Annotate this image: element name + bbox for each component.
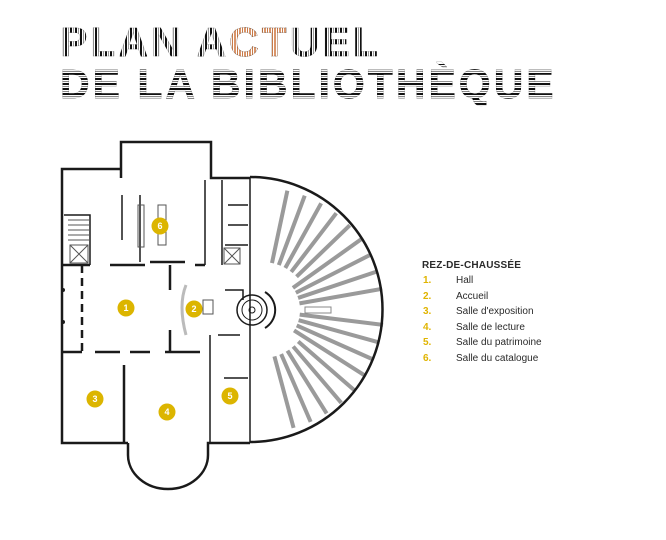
badge-circle bbox=[151, 217, 169, 235]
badge-circle bbox=[185, 300, 203, 318]
legend-item: 2. Accueil bbox=[422, 291, 542, 307]
shelf bbox=[283, 202, 323, 269]
shelf bbox=[299, 286, 383, 306]
stair-details bbox=[68, 204, 241, 336]
badge-number: 3 bbox=[92, 394, 97, 404]
shelf bbox=[294, 252, 372, 295]
badge-number: 4 bbox=[164, 407, 169, 417]
legend-item: 1. Hall bbox=[422, 275, 542, 291]
legend-label: Salle de lecture bbox=[456, 321, 525, 333]
shelf bbox=[272, 355, 296, 429]
legend-heading: REZ-DE-CHAUSSÉE bbox=[422, 260, 522, 271]
title-text: UEL bbox=[289, 19, 381, 65]
spiral-staircase-icon bbox=[236, 291, 277, 329]
title-line-1: PLAN ACTUEL bbox=[60, 19, 381, 65]
legend-number: 2. bbox=[423, 290, 432, 302]
badge-circle bbox=[117, 299, 135, 317]
shelf bbox=[285, 349, 329, 415]
legend-number: 1. bbox=[423, 275, 432, 286]
room-badge-6: 6 bbox=[151, 217, 169, 235]
legend-label: Salle du catalogue bbox=[456, 352, 539, 364]
shelf bbox=[291, 237, 363, 290]
shelf bbox=[270, 190, 290, 264]
room-badge-5: 5 bbox=[221, 387, 239, 405]
shelf bbox=[297, 269, 379, 300]
room-badges: 1 2 3 4 5 6 bbox=[86, 217, 239, 421]
legend-label: Salle du patrimoine bbox=[456, 337, 542, 348]
legend-item: 4. Salle de lecture bbox=[422, 322, 542, 338]
walls bbox=[60, 140, 384, 491]
legend: REZ-DE-CHAUSSÉE 1. Hall 2. Accueil 3. Salle d… bbox=[422, 260, 542, 368]
legend-number: 5. bbox=[423, 337, 432, 348]
shelf bbox=[295, 223, 352, 279]
shelf bbox=[296, 339, 356, 392]
shelf bbox=[298, 318, 381, 345]
badge-circle bbox=[86, 390, 104, 408]
shelf bbox=[279, 353, 313, 423]
legend-item: 3. Salle d'exposition bbox=[422, 306, 542, 322]
column-dots bbox=[61, 288, 65, 324]
legend-number: 3. bbox=[423, 306, 432, 317]
legend-label: Accueil bbox=[456, 290, 489, 302]
shelf bbox=[292, 328, 366, 378]
center-desk bbox=[304, 306, 332, 314]
badge-circle bbox=[221, 387, 239, 405]
title-text: PLAN A bbox=[60, 19, 230, 65]
badge-circle bbox=[158, 403, 176, 421]
room-badge-3: 3 bbox=[86, 390, 104, 408]
shelf bbox=[289, 211, 338, 274]
title-accent-text: CT bbox=[229, 19, 290, 65]
legend-item: 6. Salle du catalogue bbox=[422, 353, 542, 369]
room-badge-4: 4 bbox=[158, 403, 176, 421]
room-badge-2: 2 bbox=[185, 300, 203, 318]
badge-number: 6 bbox=[157, 221, 162, 231]
legend-label: Salle d'exposition bbox=[456, 306, 534, 317]
badge-number: 2 bbox=[191, 304, 196, 314]
shelf bbox=[299, 312, 384, 327]
shelf bbox=[295, 323, 375, 362]
legend-label: Hall bbox=[456, 275, 474, 286]
legend-item: 5. Salle du patrimoine bbox=[422, 337, 542, 353]
radial-shelves bbox=[270, 190, 384, 429]
shelf bbox=[291, 345, 343, 405]
room-badge-1: 1 bbox=[117, 299, 135, 317]
legend-number: 4. bbox=[423, 321, 432, 333]
badge-number: 5 bbox=[227, 391, 232, 401]
legend-number: 6. bbox=[423, 352, 432, 364]
badge-number: 1 bbox=[123, 303, 128, 313]
title-line-2: DE LA BIBLIOTHÈQUE bbox=[60, 61, 557, 107]
shelf bbox=[276, 195, 307, 266]
